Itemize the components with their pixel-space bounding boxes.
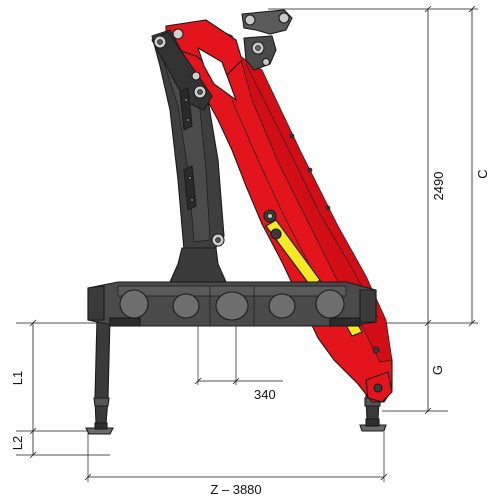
dim-l1-label: L1	[10, 371, 25, 385]
dim-c-label: C	[475, 169, 488, 178]
dim-g-label: G	[430, 365, 445, 375]
dim-340-label: 340	[254, 387, 276, 402]
dim-2490-label: 2490	[431, 172, 446, 201]
top-head-assembly	[241, 9, 293, 71]
base-frame	[87, 281, 377, 327]
crane-column	[151, 28, 227, 283]
dim-l2-label: L2	[10, 436, 25, 450]
left-leg	[94, 317, 111, 425]
dim-z-label: Z – 3880	[210, 482, 261, 497]
dimension-labels: 2490 C G L1 L2 340 Z – 3880	[10, 169, 488, 497]
dimension-lines	[16, 5, 478, 482]
